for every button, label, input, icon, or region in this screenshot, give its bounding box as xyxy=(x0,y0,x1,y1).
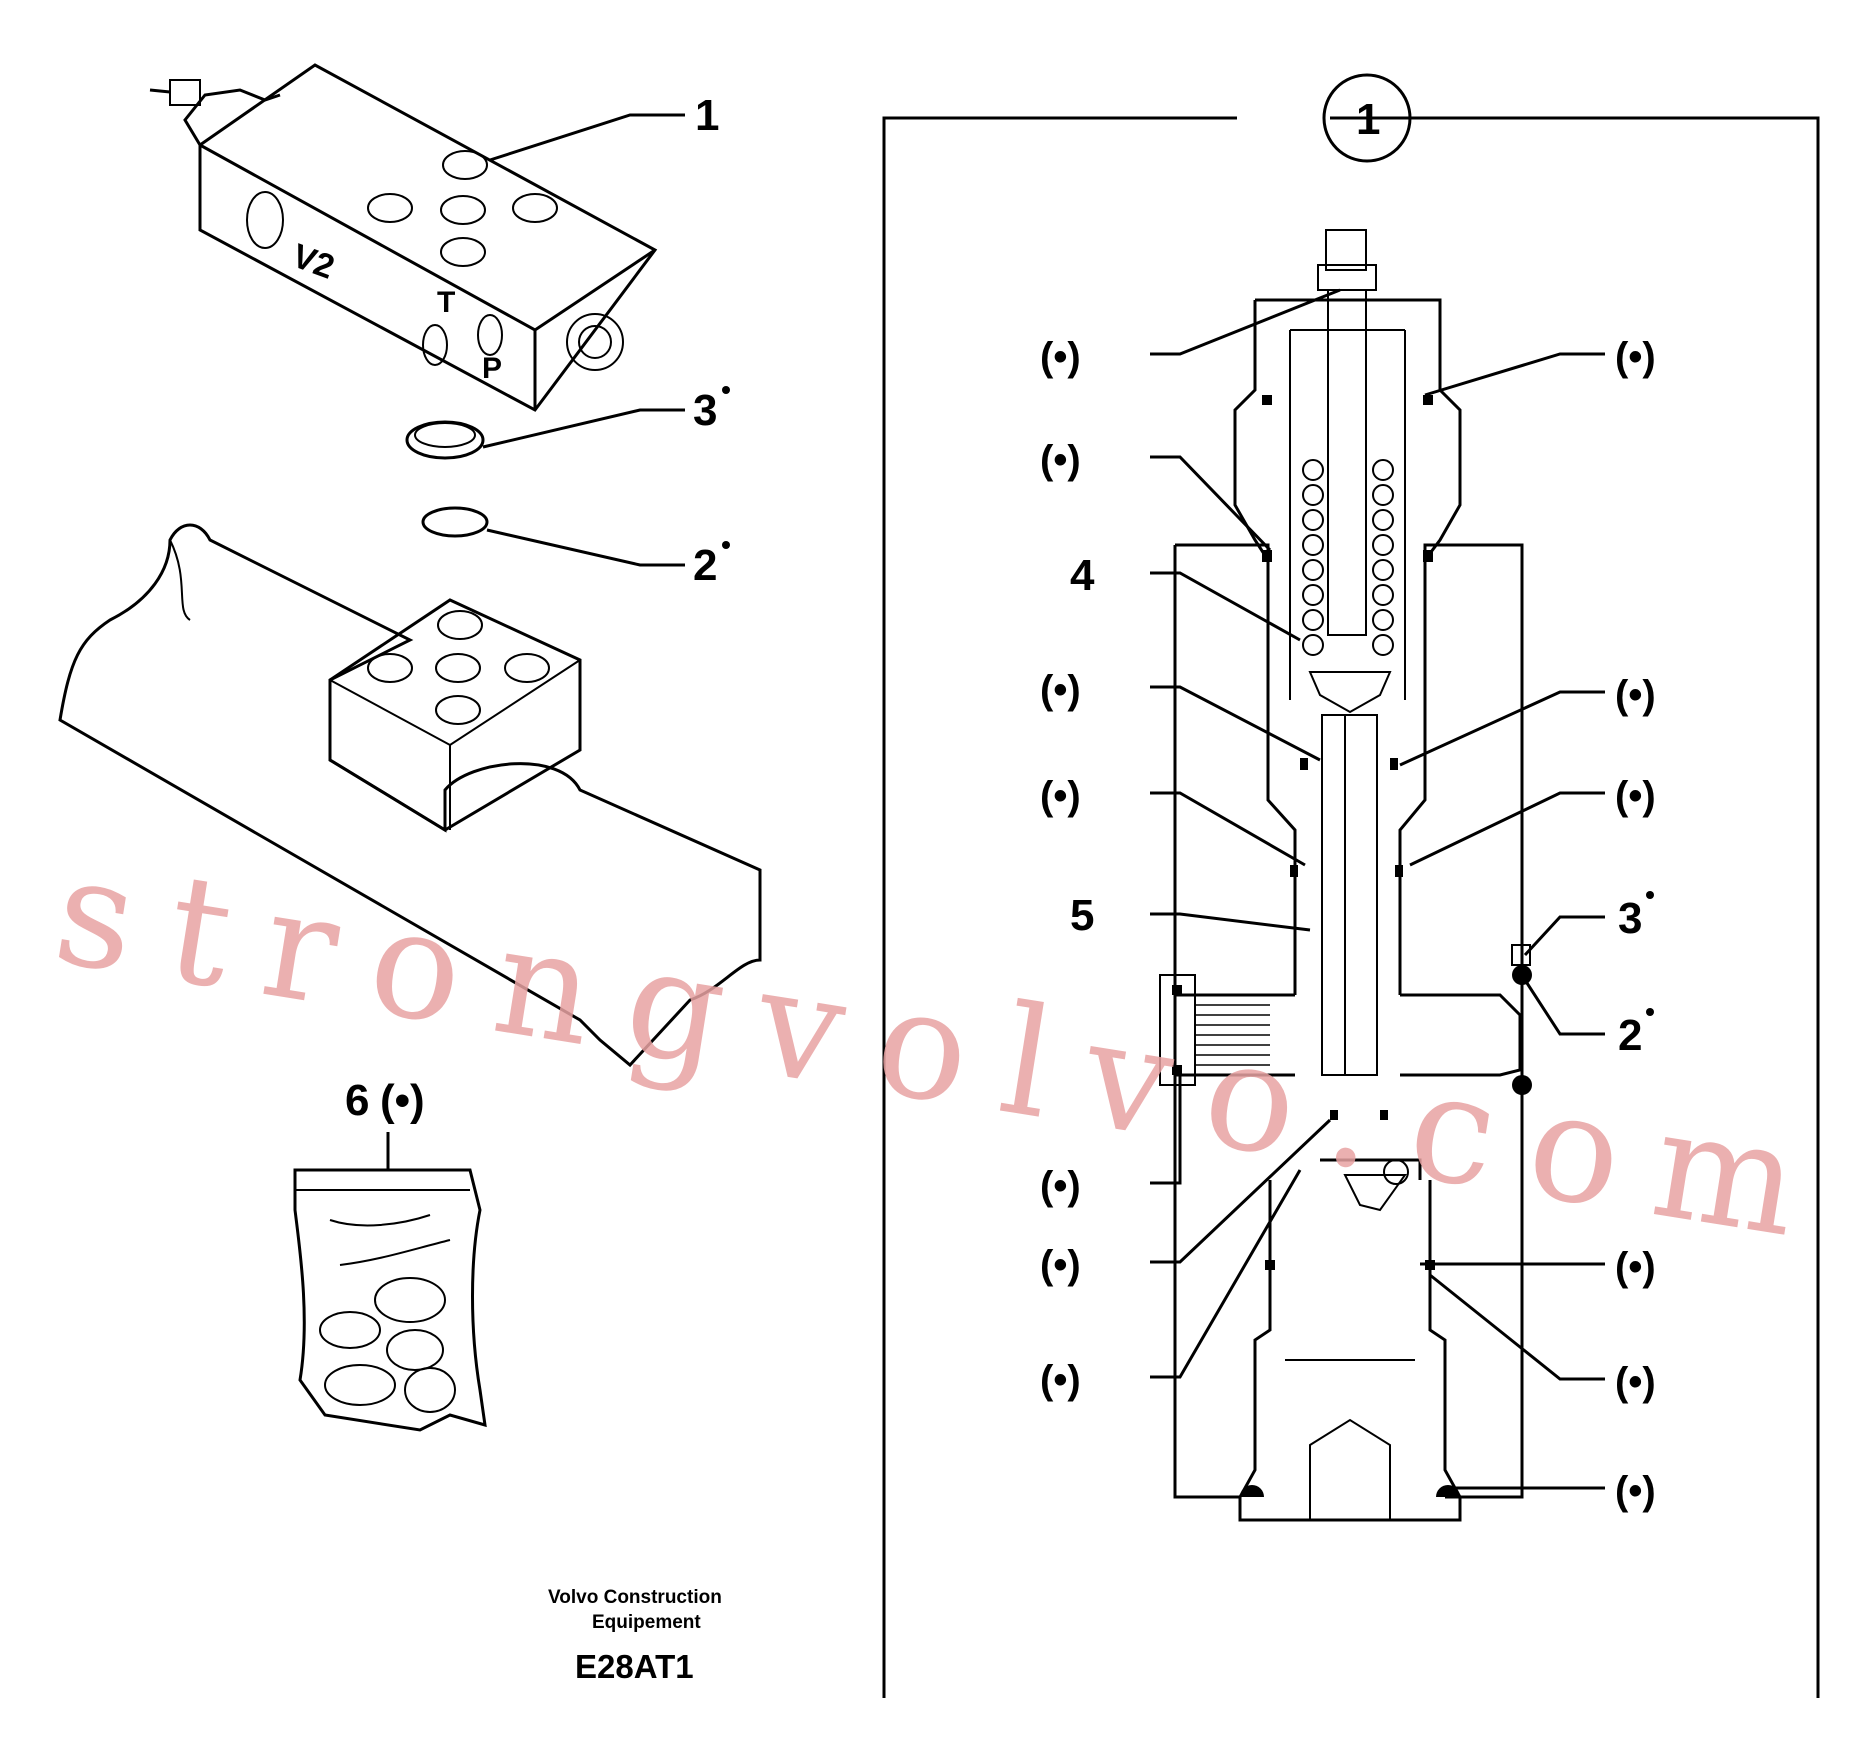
valve-cross-section xyxy=(1159,229,1532,1522)
valve-block-illustration xyxy=(149,63,658,412)
company-name-line2: Equipement xyxy=(592,1612,701,1633)
detail-label-left: (•) xyxy=(1040,1243,1081,1287)
callout-3: 3 xyxy=(693,386,717,435)
detail-label-left: (•) xyxy=(1040,668,1081,712)
star-marker xyxy=(722,541,730,549)
detail-label-right: (•) xyxy=(1615,774,1656,818)
detail-circle-label: 1 xyxy=(1356,95,1380,144)
port-label-t: T xyxy=(437,286,455,319)
port-label-v2: V2 xyxy=(287,237,339,287)
detail-label-right: (•) xyxy=(1615,673,1656,717)
star-marker xyxy=(722,386,730,394)
star-marker xyxy=(1646,891,1654,899)
detail-label-left: (•) xyxy=(1040,1164,1081,1208)
detail-label-right: (•) xyxy=(1615,1245,1656,1289)
callout-1: 1 xyxy=(695,91,719,140)
star-marker xyxy=(1646,1008,1654,1016)
detail-label-left: (•) xyxy=(1040,774,1081,818)
seal-ring-illustration xyxy=(405,420,485,460)
detail-label-right: 2 xyxy=(1618,1011,1642,1060)
detail-label-right: (•) xyxy=(1615,335,1656,379)
pipe-mount-illustration xyxy=(58,523,762,1068)
detail-label-left: (•) xyxy=(1040,438,1081,482)
o-ring-illustration xyxy=(421,506,489,538)
detail-label-left: (•) xyxy=(1040,335,1081,379)
watermark-text: strongvolvo.com xyxy=(44,824,1810,1271)
port-label-p: P xyxy=(482,352,502,385)
seal-kit-bag-illustration xyxy=(293,1168,487,1432)
callout-2: 2 xyxy=(693,541,717,590)
detail-label-left: 4 xyxy=(1070,551,1095,600)
callout-6: 6 xyxy=(345,1076,369,1125)
detail-left-leaders xyxy=(1150,288,1341,1379)
detail-label-left: 5 xyxy=(1070,891,1094,940)
detail-label-right: (•) xyxy=(1615,1469,1656,1513)
callout-6-bullet: (•) xyxy=(380,1076,425,1125)
company-name: Volvo Construction xyxy=(548,1587,722,1608)
detail-label-right: (•) xyxy=(1615,1360,1656,1404)
drawing-code: E28AT1 xyxy=(575,1648,694,1685)
detail-frame xyxy=(882,73,1820,1698)
detail-right-leaders xyxy=(1399,352,1605,1490)
detail-label-right: 3 xyxy=(1618,894,1642,943)
detail-label-left: (•) xyxy=(1040,1358,1081,1402)
